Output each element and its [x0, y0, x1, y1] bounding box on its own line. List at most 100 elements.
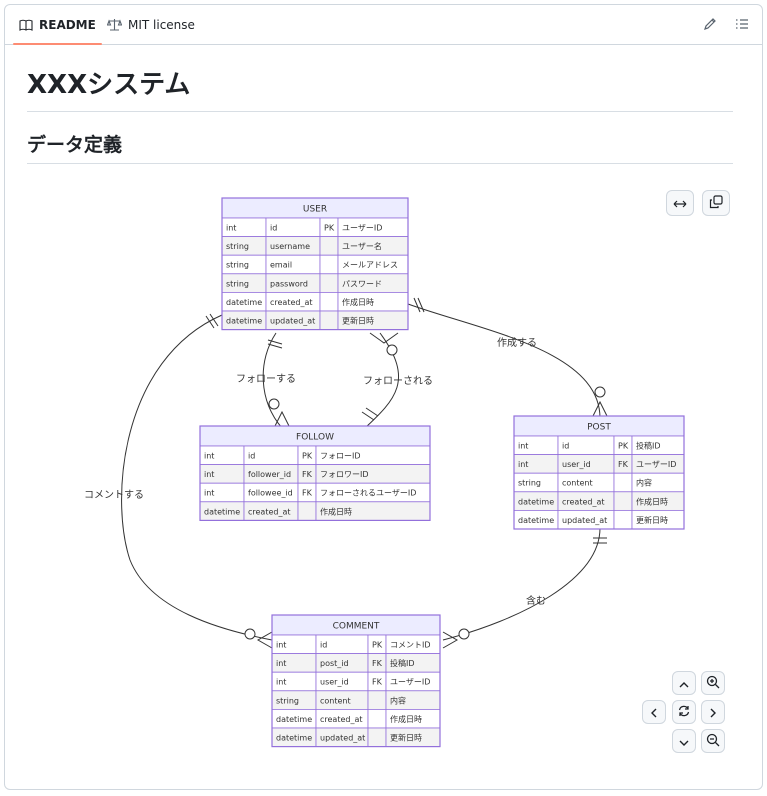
expand-icon [673, 194, 687, 213]
attribute-text: 更新日時 [342, 316, 374, 326]
attribute-text: フォロワーID [320, 470, 369, 479]
rel-label-creates: 作成する [497, 337, 537, 349]
pan-up-icon [679, 674, 689, 693]
attribute-text: PK [372, 641, 383, 650]
attribute-text: id [562, 442, 569, 451]
one-marker [365, 407, 379, 417]
attribute-text: 更新日時 [390, 733, 422, 743]
attribute-cell [319, 254, 339, 275]
attribute-cell [613, 509, 633, 530]
attribute-cell [297, 501, 317, 521]
many-marker [442, 631, 459, 649]
zero-marker [594, 386, 606, 398]
attribute-text: FK [372, 659, 383, 668]
attribute-text: datetime [226, 298, 262, 307]
attribute-text: string [226, 279, 249, 288]
pan-left-icon [650, 703, 658, 722]
attribute-text: 投稿ID [636, 441, 661, 451]
tab-readme[interactable]: README [13, 5, 102, 45]
attribute-text: content [562, 479, 593, 488]
attribute-text: datetime [518, 497, 554, 506]
pan-up-button[interactable] [672, 671, 696, 695]
entity-border [199, 425, 431, 522]
pan-right-icon [709, 703, 717, 722]
tab-license[interactable]: MIT license [103, 5, 199, 44]
entity-border [513, 415, 685, 530]
edge-creates [407, 303, 601, 419]
attribute-text: email [270, 261, 292, 270]
zero-marker [386, 344, 398, 356]
many-marker [591, 400, 609, 419]
attribute-text: 作成日時 [320, 506, 352, 516]
attribute-text: post_id [320, 659, 349, 668]
attribute-text: PK [324, 224, 335, 233]
attribute-text: created_at [562, 497, 605, 506]
attribute-text: username [270, 242, 310, 251]
attribute-cell [613, 491, 633, 511]
entity-name: POST [587, 423, 611, 433]
expand-button[interactable] [666, 190, 694, 216]
attribute-text: string [276, 696, 299, 705]
attribute-text: datetime [518, 516, 554, 525]
attribute-text: user_id [562, 460, 591, 469]
zero-marker [244, 628, 256, 640]
rel-label-contains: 含む [526, 594, 546, 607]
one-marker [361, 411, 375, 421]
attribute-text: follower_id [248, 470, 291, 479]
attribute-text: 投稿ID [390, 658, 415, 668]
attribute-text: FK [302, 489, 313, 498]
attribute-text: int [276, 659, 286, 668]
one-marker [417, 297, 425, 313]
attribute-text: ユーザーID [390, 678, 430, 687]
attribute-text: ユーザーID [342, 224, 382, 233]
attribute-text: 作成日時 [342, 297, 374, 307]
zoom-in-icon [706, 674, 720, 693]
one-marker [209, 313, 219, 327]
attribute-text: フォローID [320, 452, 361, 461]
attribute-text: int [276, 678, 286, 687]
attribute-text: id [270, 224, 277, 233]
reset-button[interactable] [672, 700, 696, 724]
attribute-text: 内容 [390, 695, 406, 705]
attribute-text: datetime [226, 317, 262, 326]
relationship-lines: フォローする フォローされる 作成する コメントする 含む [84, 297, 609, 649]
attribute-cell [319, 236, 339, 256]
attribute-text: int [204, 470, 214, 479]
one-marker [205, 315, 215, 329]
pan-left-button[interactable] [642, 700, 666, 724]
entity-name: USER [303, 205, 327, 215]
attribute-text: int [204, 452, 214, 461]
pan-right-button[interactable] [701, 700, 725, 724]
attribute-text: メールアドレス [342, 261, 398, 270]
reset-icon [677, 703, 691, 722]
tab-license-label: MIT license [128, 17, 195, 32]
rel-label-comments: コメントする [84, 489, 144, 501]
zoom-in-button[interactable] [701, 671, 725, 695]
copy-button[interactable] [702, 190, 730, 216]
outline-button[interactable] [735, 16, 749, 35]
attribute-text: created_at [270, 298, 313, 307]
edit-button[interactable] [703, 16, 717, 35]
pencil-icon [703, 16, 717, 35]
attribute-text: password [270, 279, 308, 288]
pan-down-button[interactable] [672, 729, 696, 753]
scale-icon [107, 18, 122, 31]
book-icon [19, 19, 33, 31]
attribute-text: フォローされるユーザーID [320, 489, 416, 498]
edge-contains [442, 527, 601, 641]
attribute-text: datetime [276, 734, 312, 743]
attribute-text: string [226, 242, 249, 251]
page-title: XXXシステム [27, 60, 733, 112]
attribute-text: 更新日時 [636, 515, 668, 525]
attribute-text: FK [618, 460, 629, 469]
zoom-out-button[interactable] [701, 729, 725, 753]
many-marker [256, 631, 273, 649]
rel-label-follows: フォローする [236, 373, 296, 385]
tab-readme-label: README [39, 17, 96, 32]
